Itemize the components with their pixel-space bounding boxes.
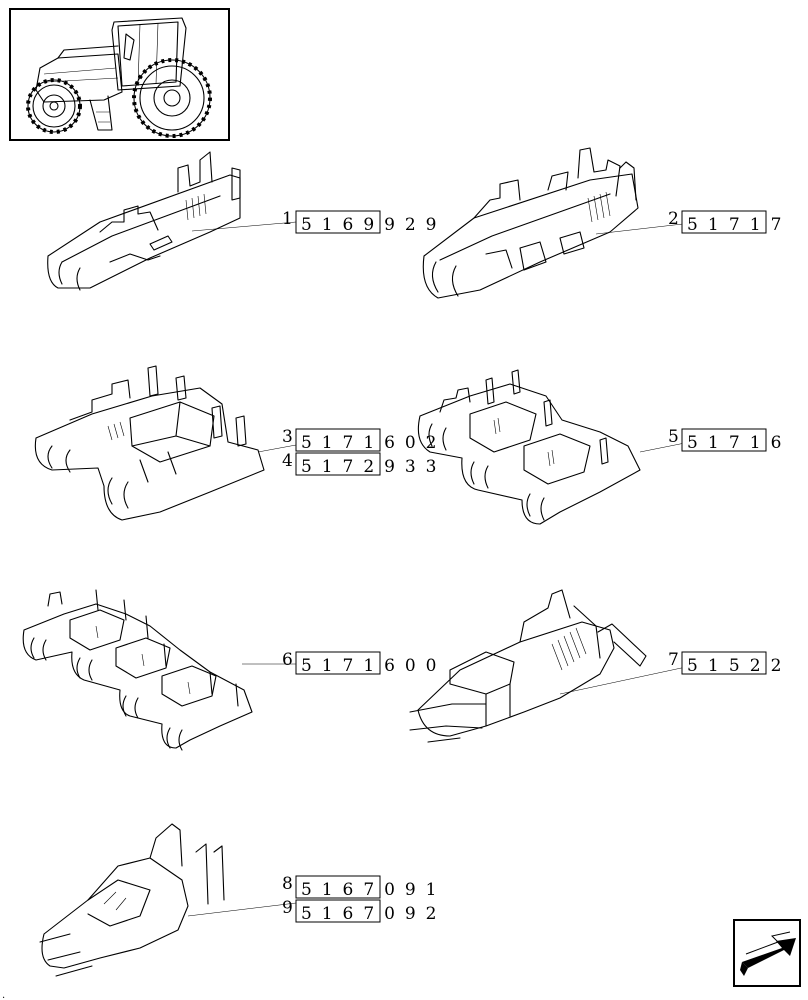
part-callouts: 1 5169929 2 51717 3 5171602 4 5172933 5 51716 6 517… <box>282 209 782 924</box>
callout-item-5[interactable]: 5 51716 <box>668 427 782 453</box>
item-number: 8 <box>282 874 293 894</box>
item-number: 5 <box>668 427 679 447</box>
part-number: 5167091 <box>301 880 437 900</box>
part-number-box <box>681 428 767 452</box>
part-number-box <box>295 651 381 675</box>
leader-lines <box>187 221 701 917</box>
part-2-terminal-drawing <box>422 147 639 299</box>
part-number-box <box>295 210 381 234</box>
part-number-box <box>681 651 767 675</box>
tractor-thumbnail[interactable] <box>9 8 230 141</box>
part-number-box <box>295 452 381 476</box>
callout-item-2[interactable]: 2 51717 <box>668 209 782 235</box>
part-number: 51717 <box>687 215 782 235</box>
part-number: 51522 <box>687 656 782 676</box>
next-page-button[interactable] <box>733 919 801 987</box>
item-number: 3 <box>282 427 293 447</box>
item-number: 1 <box>282 209 293 229</box>
tractor-icon <box>26 17 212 138</box>
part-number: 5171600 <box>301 656 437 676</box>
part-number: 51716 <box>687 433 782 453</box>
callout-item-3[interactable]: 3 5171602 <box>282 427 437 453</box>
next-page-arrow-icon <box>740 931 796 976</box>
item-number: 2 <box>668 209 679 229</box>
footer-mark: . <box>2 990 5 1000</box>
part-5-terminal-strip-drawing <box>417 369 641 525</box>
part-6-terminal-strip-drawing <box>22 589 253 751</box>
part-number: 5171602 <box>301 433 437 453</box>
part-number-box <box>295 899 381 923</box>
item-number: 9 <box>282 898 293 918</box>
part-number-box <box>295 875 381 899</box>
item-number: 6 <box>282 650 293 670</box>
part-3-4-terminal-strip-drawing <box>34 365 265 521</box>
item-number: 7 <box>668 650 679 670</box>
part-number-box <box>295 428 381 452</box>
part-number: 5169929 <box>301 215 437 235</box>
part-number: 5167092 <box>301 904 437 924</box>
callout-item-8[interactable]: 8 5167091 <box>282 874 437 900</box>
item-number: 4 <box>282 451 293 471</box>
callout-item-4[interactable]: 4 5172933 <box>282 451 437 477</box>
part-number-box <box>681 210 767 234</box>
callout-item-9[interactable]: 9 5167092 <box>282 898 437 924</box>
part-7-terminal-drawing <box>409 589 647 743</box>
callout-item-1[interactable]: 1 5169929 <box>282 209 437 235</box>
part-1-terminal-drawing <box>47 151 241 291</box>
part-8-9-terminal-drawing <box>39 823 225 977</box>
callout-item-7[interactable]: 7 51522 <box>668 650 782 676</box>
part-number: 5172933 <box>301 457 437 477</box>
callout-item-6[interactable]: 6 5171600 <box>282 650 437 676</box>
